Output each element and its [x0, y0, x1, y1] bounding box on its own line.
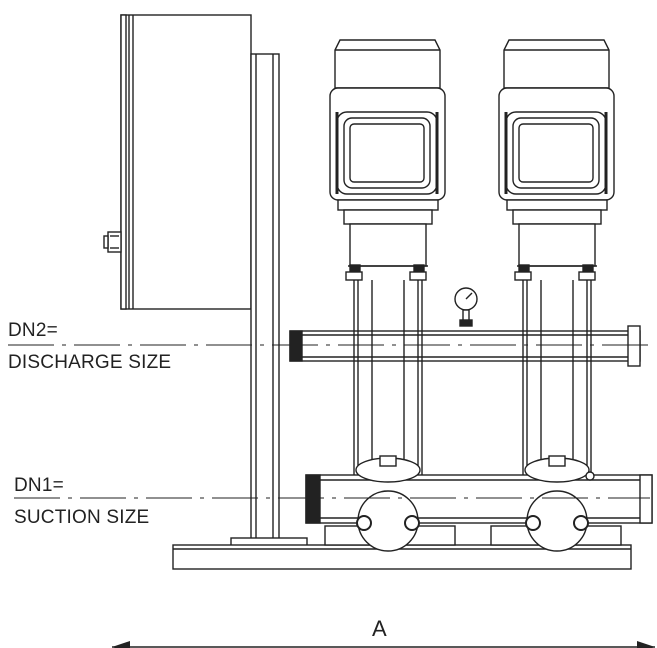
discharge-size-label: DISCHARGE SIZE: [8, 352, 174, 374]
control-panel: [103, 14, 252, 310]
suction-size-label: SUCTION SIZE: [14, 507, 152, 529]
pressure-gauge-icon: [454, 287, 478, 327]
pump-2: [498, 39, 615, 552]
dn2-label: DN2=: [8, 320, 60, 342]
dimension-a-line: [112, 641, 655, 648]
pump-1: [329, 39, 446, 552]
dn1-label: DN1=: [14, 475, 66, 497]
panel-switch-icon: [107, 231, 122, 253]
dimension-a-label: A: [372, 616, 387, 641]
support-column: [230, 53, 308, 547]
